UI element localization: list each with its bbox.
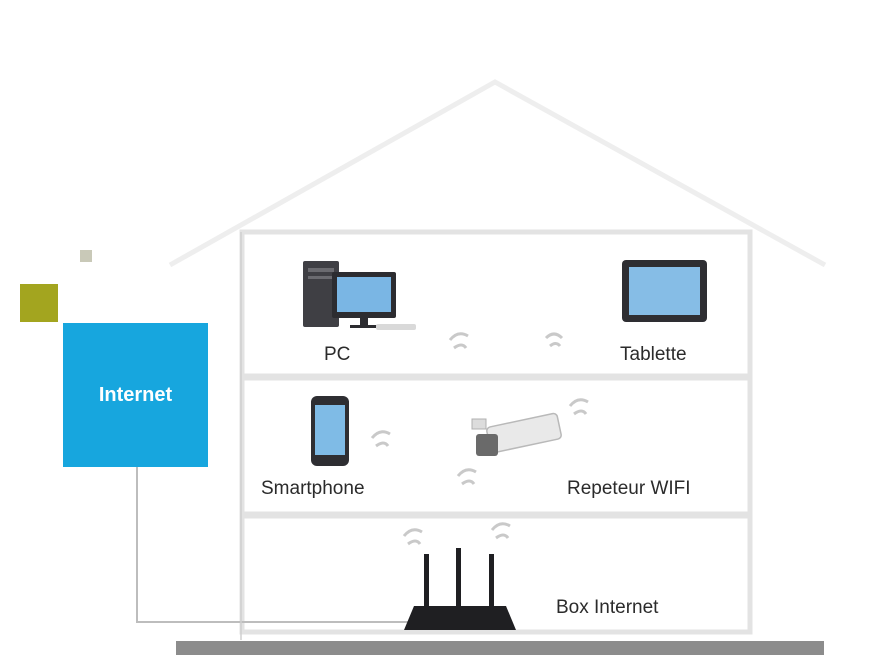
label-repeteur-wifi: Repeteur WIFI bbox=[567, 478, 691, 499]
wifi-repeater-icon bbox=[471, 412, 562, 456]
wifi-signal-icon bbox=[370, 332, 589, 546]
label-smartphone: Smartphone bbox=[261, 478, 365, 499]
internet-label: Internet bbox=[98, 383, 173, 406]
decorative-square-small bbox=[80, 250, 92, 262]
internet-cable bbox=[136, 467, 440, 623]
label-tablette: Tablette bbox=[620, 344, 687, 365]
router-icon bbox=[404, 548, 516, 630]
house-walls bbox=[239, 229, 753, 635]
label-box-internet: Box Internet bbox=[556, 597, 659, 618]
smartphone-icon bbox=[311, 396, 349, 466]
ground-bar bbox=[176, 641, 824, 655]
tablet-icon bbox=[622, 260, 707, 322]
label-pc: PC bbox=[324, 344, 351, 365]
internet-box: Internet bbox=[63, 323, 208, 467]
pc-icon bbox=[303, 261, 416, 330]
house-roof bbox=[168, 79, 827, 268]
decorative-square-olive bbox=[20, 284, 58, 322]
